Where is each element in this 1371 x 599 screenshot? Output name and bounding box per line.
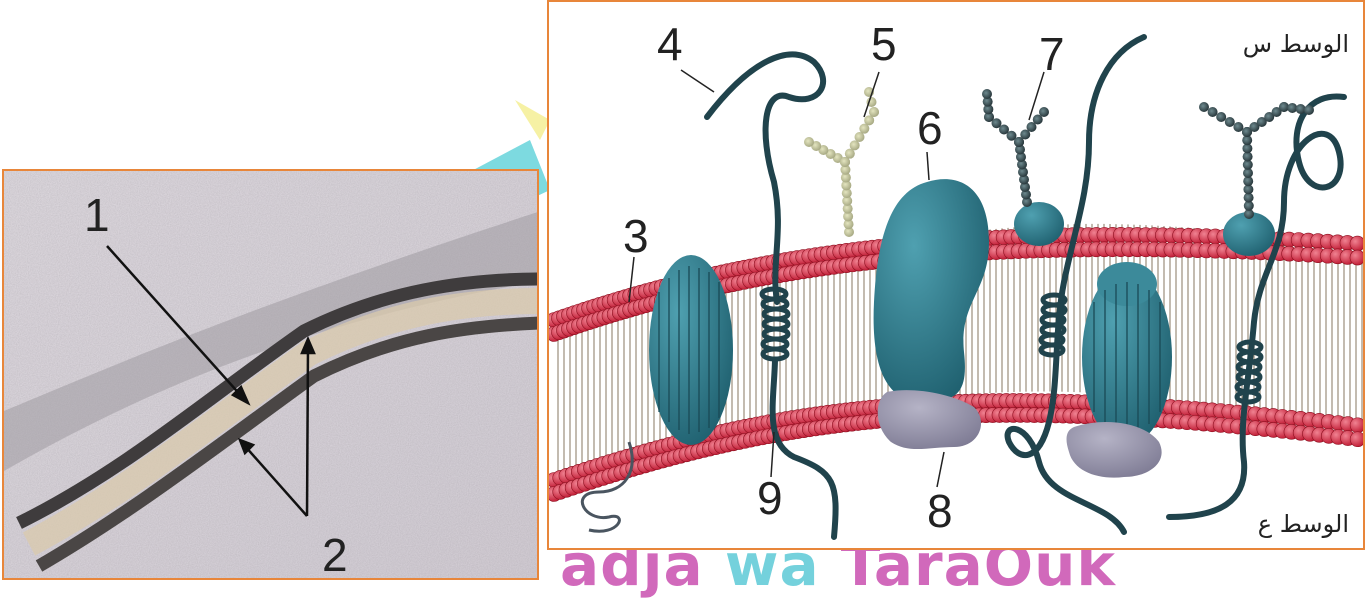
number-3: 3 <box>623 210 649 262</box>
number-8: 8 <box>927 485 953 537</box>
glycolipid-chain-5 <box>804 87 879 237</box>
inner-medium-label: الوسط ع <box>1258 510 1349 538</box>
number-6: 6 <box>917 102 943 154</box>
micrograph-image: 1 2 <box>4 171 539 580</box>
number-9: 9 <box>757 472 783 524</box>
number-5: 5 <box>871 18 897 70</box>
number-4: 4 <box>657 18 683 70</box>
membrane-diagram: 4 5 6 7 3 9 8 الوسط س الوسط ع <box>549 2 1365 550</box>
label-1: 1 <box>84 189 110 241</box>
carbohydrate-chain-7 <box>982 89 1049 207</box>
label-2: 2 <box>322 529 348 580</box>
outer-medium-label: الوسط س <box>1243 30 1349 58</box>
number-7: 7 <box>1039 28 1065 80</box>
electron-micrograph-panel: 1 2 <box>2 169 539 580</box>
membrane-model-panel: 4 5 6 7 3 9 8 الوسط س الوسط ع <box>547 0 1365 550</box>
channel-protein-left <box>649 255 733 445</box>
glycoprotein-7 <box>1014 202 1064 246</box>
